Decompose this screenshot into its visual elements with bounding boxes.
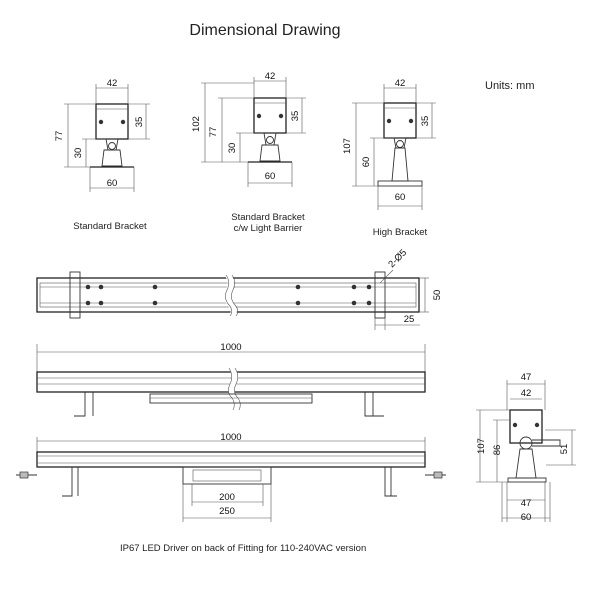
end-dim-47-top: 47: [521, 372, 532, 383]
light-barrier-bracket-view: 42 102 77 35 30 60: [191, 71, 306, 187]
high-dim-60-base: 60: [395, 192, 406, 203]
end-dim-47-bottom: 47: [521, 498, 532, 509]
barrier-dim-77: 77: [208, 127, 219, 138]
barrier-dim-30: 30: [227, 143, 238, 154]
page-title: Dimensional Drawing: [189, 22, 341, 39]
barrier-dim-60: 60: [265, 171, 276, 182]
top-view: 2-Ø5 50 25: [36, 247, 443, 330]
barrier-dim-102: 102: [191, 116, 202, 132]
bottom-view: 1000 200 250: [16, 432, 446, 522]
offset-25-label: 25: [404, 314, 415, 325]
high-bracket-caption: High Bracket: [372, 227, 428, 238]
standard-bracket-caption: Standard Bracket: [73, 221, 147, 232]
end-dim-86: 86: [492, 445, 503, 456]
high-dim-60: 60: [361, 157, 372, 168]
end-view: 47 42 107 86 51 47 60: [476, 372, 576, 523]
driver-note: IP67 LED Driver on back of Fitting for 1…: [120, 543, 367, 554]
bottom-length-1000: 1000: [220, 432, 241, 443]
end-dim-51: 51: [559, 444, 570, 455]
end-dim-42: 42: [521, 388, 532, 399]
driver-dim-200: 200: [219, 492, 235, 503]
end-dim-107: 107: [476, 438, 487, 454]
light-barrier-caption-line1: Standard Bracket: [231, 212, 305, 223]
std-dim-35: 35: [134, 117, 145, 128]
high-dim-107: 107: [342, 138, 353, 154]
barrier-dim-42: 42: [265, 71, 276, 82]
light-barrier-caption-line2: c/w Light Barrier: [233, 223, 303, 234]
hole-dim-label: 2-Ø5: [386, 247, 409, 270]
high-dim-35: 35: [420, 116, 431, 127]
std-dim-30: 30: [73, 148, 84, 159]
std-dim-60: 60: [107, 178, 118, 189]
std-dim-42: 42: [107, 78, 118, 89]
side-view: 1000: [36, 342, 426, 417]
height-50-label: 50: [432, 290, 443, 301]
driver-dim-250: 250: [219, 506, 235, 517]
standard-bracket-view: 42 77 35 30 60: [54, 78, 150, 192]
high-bracket-view: 42 107 60 35 60: [342, 78, 436, 210]
barrier-dim-35: 35: [290, 111, 301, 122]
units-label: Units: mm: [485, 80, 535, 92]
std-dim-77: 77: [54, 131, 65, 142]
high-dim-42: 42: [395, 78, 406, 89]
end-dim-60: 60: [521, 512, 532, 523]
side-length-1000: 1000: [220, 342, 241, 353]
